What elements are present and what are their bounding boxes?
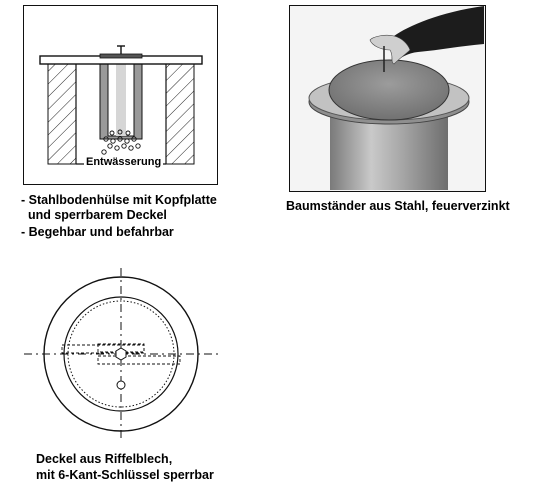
lid-caption-line-2: mit 6-Kant-Schlüssel sperrbar	[36, 468, 214, 482]
drainage-label: Entwässerung	[84, 156, 164, 168]
section-drawing-frame: Entwässerung	[23, 5, 218, 185]
photo-caption: Baumständer aus Stahl, feuerverzinkt	[286, 199, 510, 213]
gravel	[101, 129, 141, 155]
feature-bullet-3: - Begehbar und befahrbar	[21, 225, 174, 239]
lid-caption-line-1: Deckel aus Riffelblech,	[36, 452, 173, 466]
feature-bullet-2: und sperrbarem Deckel	[21, 208, 167, 222]
section-drawing	[39, 45, 203, 165]
feature-bullet-1: - Stahlbodenhülse mit Kopfplatte	[21, 193, 217, 207]
photo-image	[308, 6, 484, 190]
tree-stand-photo	[289, 5, 486, 192]
lid-plan-drawing	[24, 258, 219, 448]
